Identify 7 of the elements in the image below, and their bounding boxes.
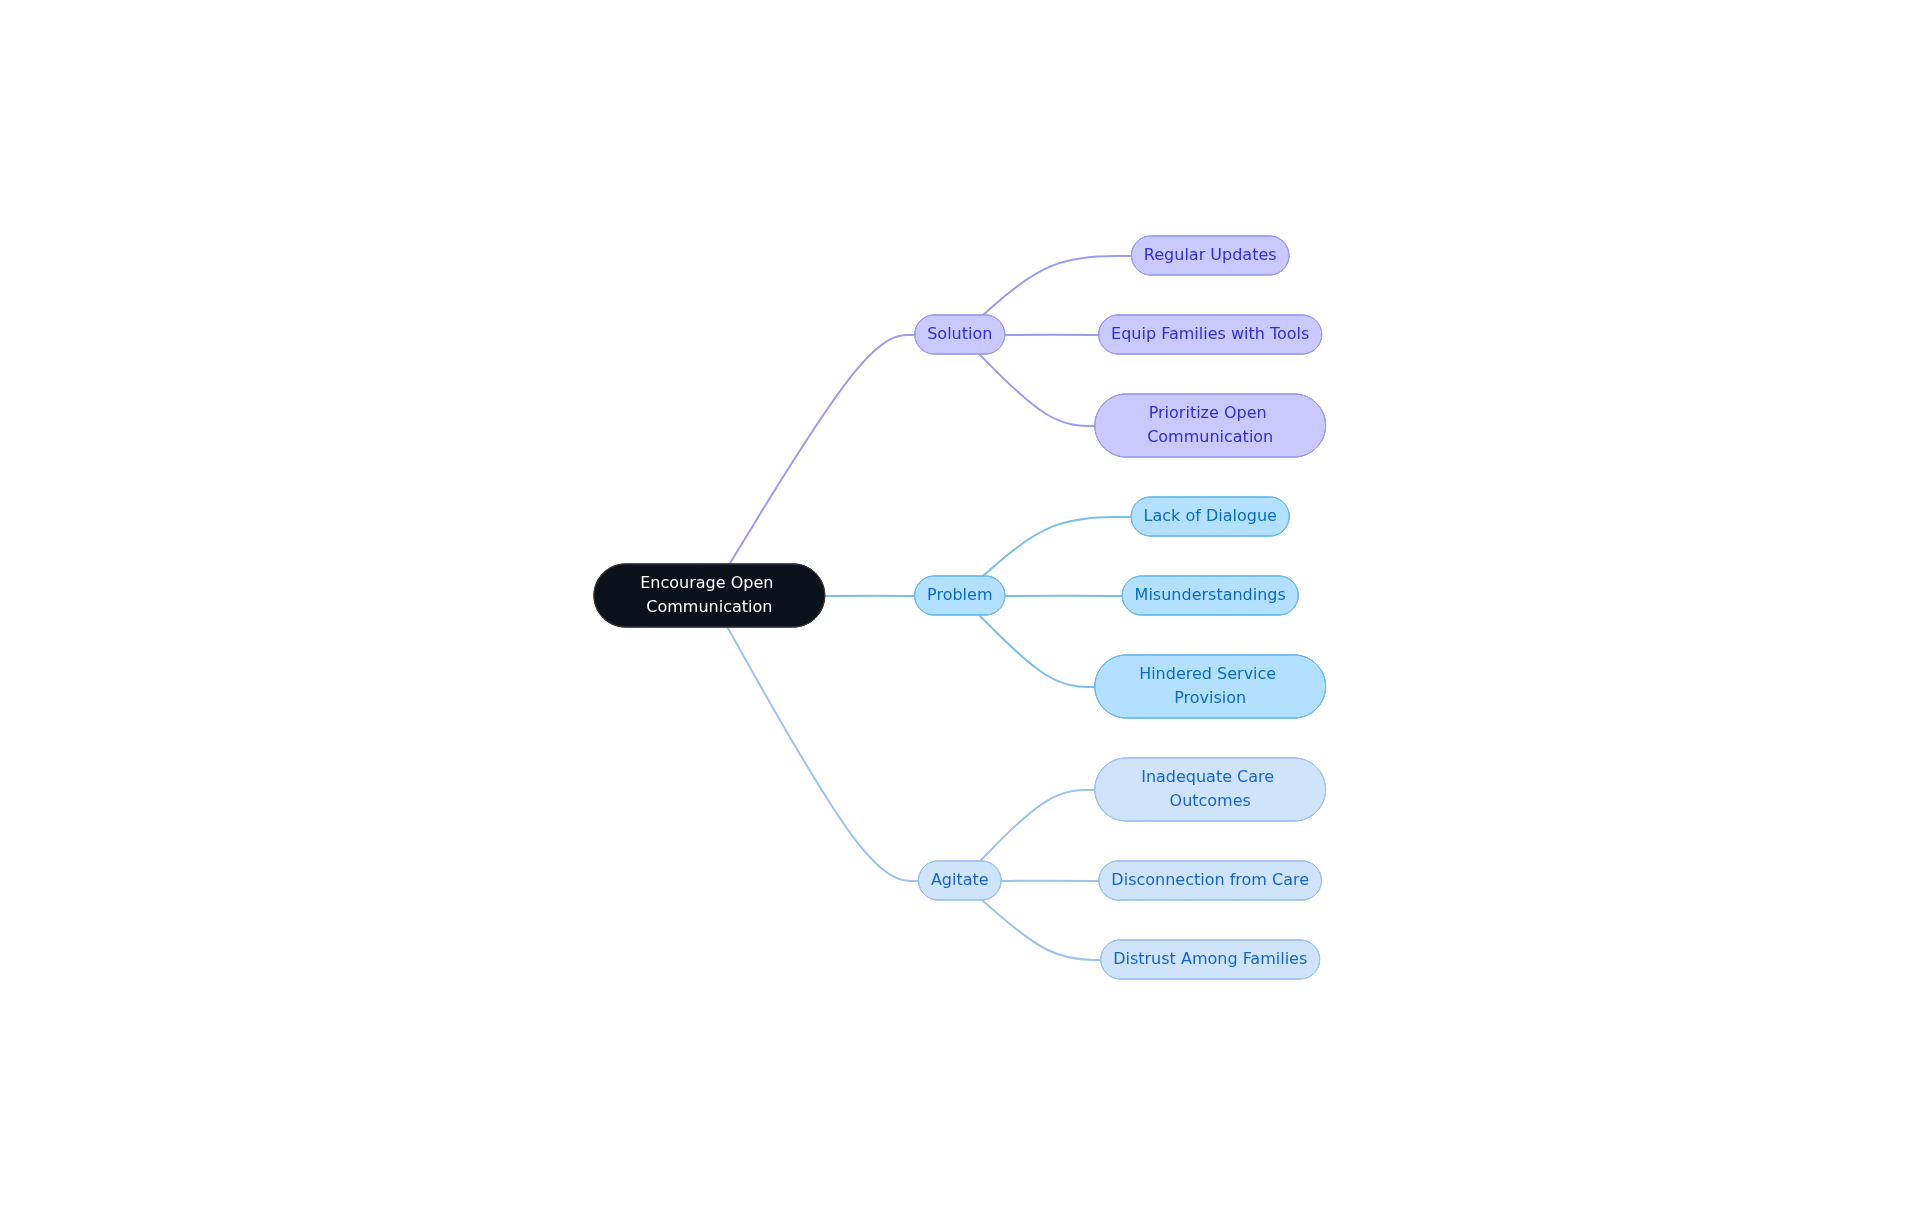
connector bbox=[1004, 594, 1124, 597]
connector bbox=[978, 614, 1097, 688]
connector bbox=[824, 594, 917, 597]
connector bbox=[1000, 879, 1101, 882]
connector bbox=[981, 515, 1133, 578]
connector bbox=[978, 353, 1097, 427]
connector bbox=[978, 788, 1097, 863]
